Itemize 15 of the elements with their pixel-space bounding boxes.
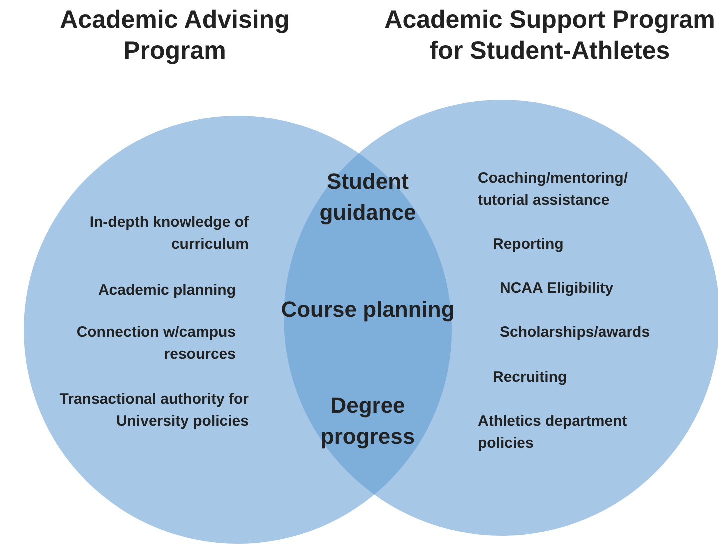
item-label: Coaching/mentoring/ tutorial assistance — [478, 169, 629, 211]
item-label: Connection w/campus resources — [76, 323, 236, 365]
item-label: NCAA Eligibility — [500, 279, 615, 299]
overlap-label: Course planning — [280, 296, 456, 324]
circle-title: Academic Advising Program — [59, 5, 291, 67]
circle-title: Academic Support Program for Student-Athletes — [384, 5, 716, 67]
item-label: Recruiting — [493, 368, 568, 388]
item-label: Academic planning — [97, 281, 236, 301]
item-label: Scholarships/awards — [500, 323, 652, 343]
overlap-label: Student guidance — [318, 168, 418, 227]
item-label: Transactional authority for University policies — [58, 390, 249, 432]
overlap-label: Degree progress — [320, 392, 416, 451]
item-label: Reporting — [493, 235, 565, 255]
item-label: Athletics department policies — [478, 412, 628, 454]
item-label: In-depth knowledge of curriculum — [88, 213, 249, 255]
